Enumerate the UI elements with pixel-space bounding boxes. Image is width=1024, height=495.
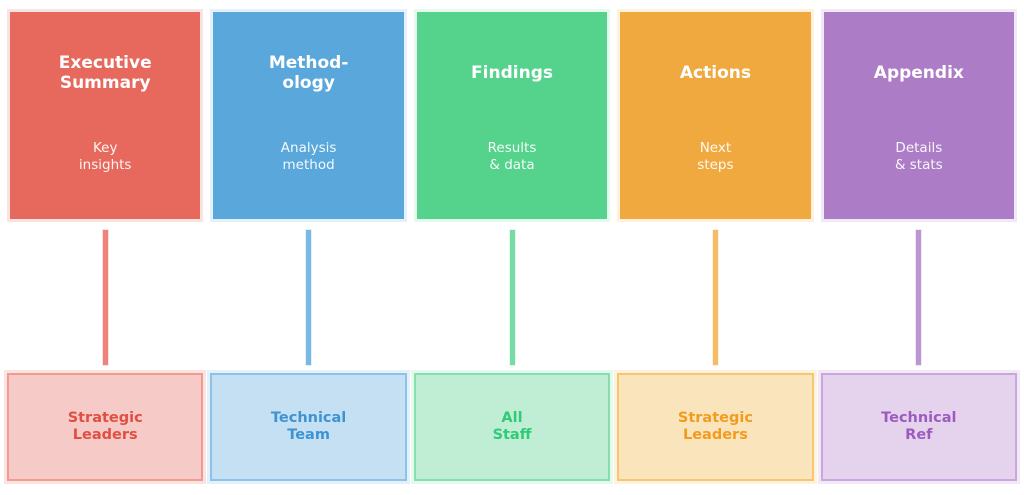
audience-label: Technical Ref bbox=[881, 410, 957, 443]
column-actions: Actions Next steps Strategic Leaders bbox=[617, 12, 814, 495]
connector-line-methodology bbox=[305, 229, 313, 366]
phase-title-methodology: Method- ology bbox=[268, 53, 349, 93]
top-box: Method- ology Analysis method bbox=[213, 12, 404, 219]
phase-title-appendix: Appendix bbox=[873, 63, 964, 83]
audience-label: All Staff bbox=[492, 410, 532, 443]
top-box: Appendix Details & stats bbox=[823, 12, 1015, 219]
audience-box-executive-summary: Strategic Leaders bbox=[7, 373, 204, 481]
audience-box-appendix: Technical Ref bbox=[820, 373, 1018, 481]
phase-title-executive-summary: Executive Summary bbox=[58, 53, 152, 93]
column-methodology: Method- ology Analysis method Technical … bbox=[210, 12, 407, 495]
audience-box-methodology: Technical Team bbox=[210, 373, 407, 481]
audience-label: Technical Team bbox=[270, 410, 347, 443]
phase-title-findings: Findings bbox=[471, 63, 553, 83]
phase-subtitle: Details & stats bbox=[894, 140, 943, 173]
top-box: Executive Summary Key insights bbox=[10, 12, 201, 219]
connector-line-actions bbox=[711, 229, 719, 366]
column-executive-summary: Executive Summary Key insights Strategic… bbox=[7, 12, 204, 495]
connector-line-findings bbox=[508, 229, 516, 366]
connector-line-executive-summary bbox=[101, 229, 109, 366]
phase-subtitle: Key insights bbox=[78, 140, 132, 173]
top-box: Findings Results & data bbox=[416, 12, 608, 219]
audience-label: Strategic Leaders bbox=[67, 410, 143, 443]
connector-line-appendix bbox=[915, 229, 923, 366]
audience-box-findings: All Staff bbox=[413, 373, 611, 481]
phase-subtitle: Analysis method bbox=[280, 140, 337, 173]
top-box: Actions Next steps bbox=[620, 12, 811, 219]
audience-label: Strategic Leaders bbox=[677, 410, 753, 443]
phase-title-actions: Actions bbox=[679, 63, 751, 83]
phase-subtitle: Next steps bbox=[697, 140, 734, 173]
phase-subtitle: Results & data bbox=[487, 140, 537, 173]
column-appendix: Appendix Details & stats Technical Ref bbox=[820, 12, 1018, 495]
audience-box-actions: Strategic Leaders bbox=[617, 373, 814, 481]
column-findings: Findings Results & data All Staff bbox=[413, 12, 611, 495]
